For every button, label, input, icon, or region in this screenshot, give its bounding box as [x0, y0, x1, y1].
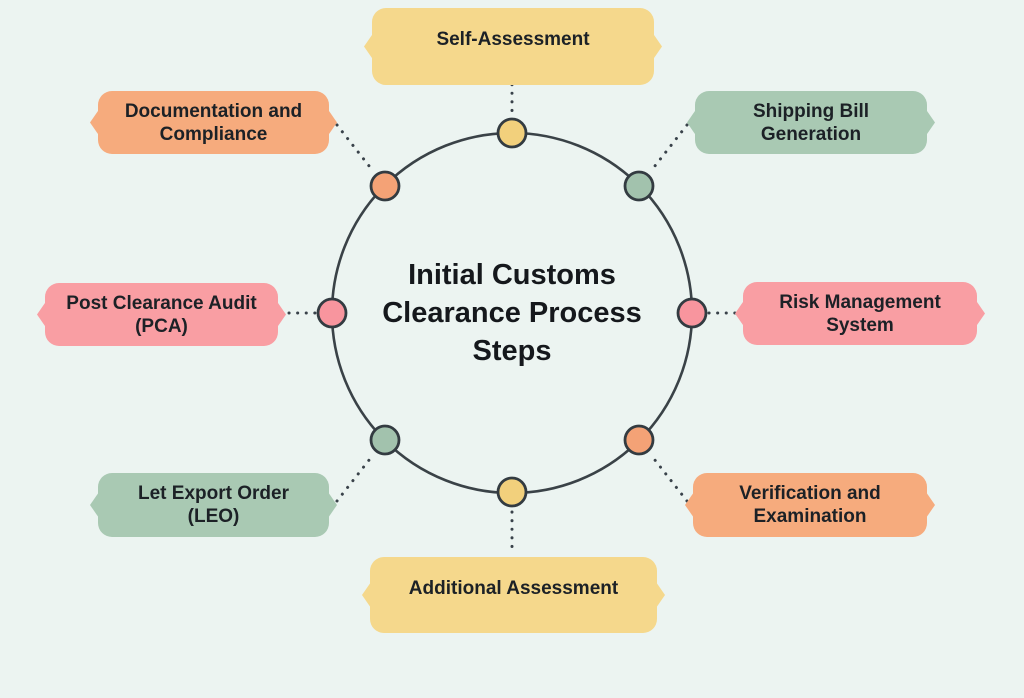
node-label: (LEO)	[187, 506, 240, 527]
node-label: Self-Assessment	[436, 29, 590, 50]
connector-documentation-and-compliance	[335, 123, 375, 173]
node-label: Post Clearance Audit	[66, 292, 257, 314]
node-label: Shipping Bill	[752, 100, 870, 122]
dot-documentation-and-compliance	[369, 170, 401, 202]
diagram-title-line: Clearance Process	[382, 297, 642, 329]
diagram-title-line: Steps	[472, 335, 552, 367]
node-label: Verification and	[739, 483, 881, 504]
node-label: Let Export Order	[138, 483, 289, 504]
dot-shipping-bill-generation	[623, 170, 655, 202]
dot-risk-management-system	[676, 297, 708, 329]
node-label: Risk Management	[779, 291, 941, 313]
node-label: Examination	[753, 506, 867, 527]
dot-additional-assessment	[496, 476, 528, 508]
node-shipping-bill-generation: Shipping Bill Generation	[695, 91, 927, 154]
node-verification-and-examination: Verification and Examination	[693, 473, 927, 537]
node-label: Additional Assessment	[408, 577, 619, 599]
node-self-assessment: Self-Assessment	[372, 8, 654, 85]
connector-verification-and-examination	[649, 453, 689, 503]
diagram-title-line: Initial Customs	[408, 259, 616, 291]
node-label: System	[826, 314, 894, 336]
connector-shipping-bill-generation	[649, 123, 689, 173]
dot-verification-and-examination	[623, 424, 655, 456]
diagram-title: Initial Customs Clearance Process Steps	[342, 256, 682, 370]
dot-let-export-order-leo	[369, 424, 401, 456]
node-label: (PCA)	[135, 315, 188, 337]
dot-self-assessment	[496, 117, 528, 149]
node-additional-assessment: Additional Assessment	[370, 557, 657, 633]
node-let-export-order-leo: Let Export Order (LEO)	[98, 473, 329, 537]
node-post-clearance-audit-pca: Post Clearance Audit (PCA)	[45, 283, 278, 346]
node-label: Documentation and	[124, 100, 303, 122]
node-documentation-and-compliance: Documentation and Compliance	[98, 91, 329, 154]
dot-post-clearance-audit-pca	[316, 297, 348, 329]
node-risk-management-system: Risk Management System	[743, 282, 977, 345]
node-label: Compliance	[159, 123, 268, 145]
connector-let-export-order-leo	[335, 453, 375, 503]
node-label: Generation	[760, 123, 862, 145]
